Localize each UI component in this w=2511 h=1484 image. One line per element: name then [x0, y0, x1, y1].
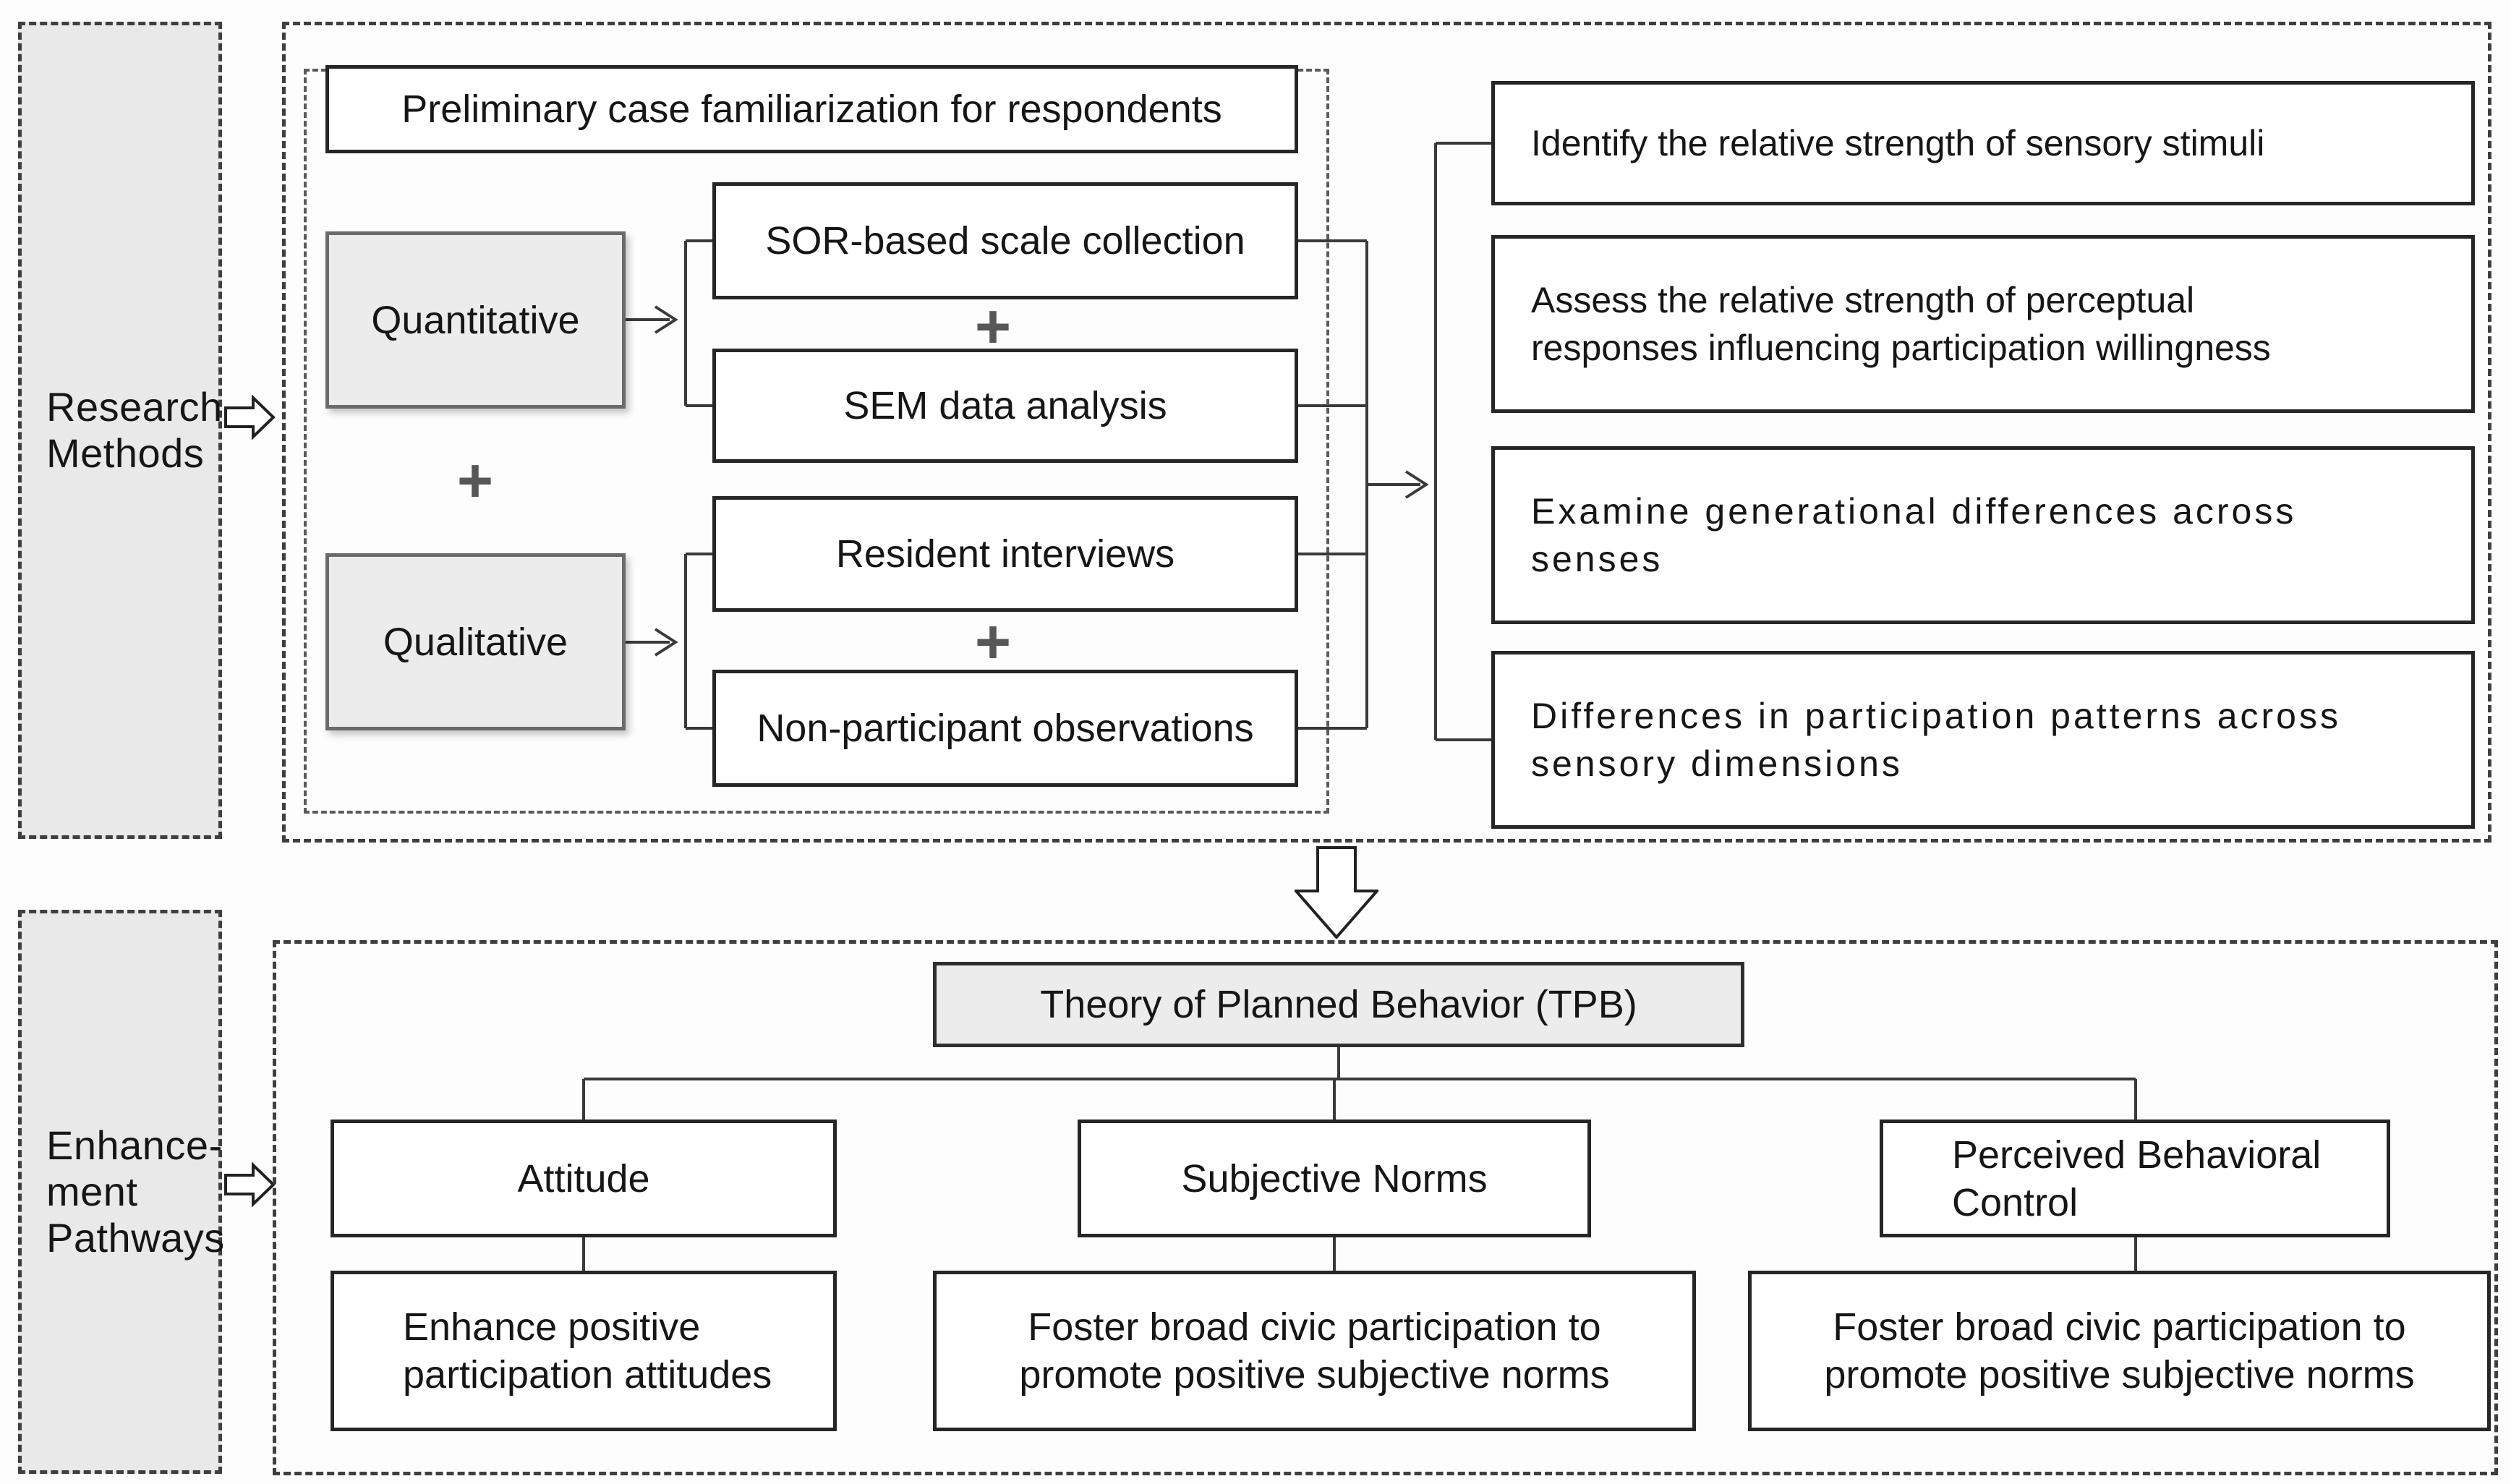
box-qualitative: Qualitative: [325, 553, 626, 730]
bracket: [684, 239, 712, 407]
box-foster-norms: Foster broad civic participation to prom…: [933, 1271, 1696, 1431]
right-arrow-icon: [224, 1162, 275, 1207]
arrowhead-icon: [654, 305, 678, 334]
stubs: [1298, 239, 1367, 730]
box-foster-pbc: Foster broad civic participation to prom…: [1748, 1271, 2491, 1431]
box-sor: SOR-based scale collection: [712, 182, 1298, 299]
box-quantitative: Quantitative: [325, 231, 626, 409]
box-subjective-norms: Subjective Norms: [1078, 1120, 1591, 1237]
plus-icon: +: [974, 292, 1012, 362]
research-methods-sidebar: Research Methods: [18, 22, 222, 839]
box-sem: SEM data analysis: [712, 349, 1298, 463]
enhancement-pathways-sidebar: Enhance- ment Pathways: [18, 910, 224, 1474]
box-enhance-attitudes: Enhance positive participation attitudes: [331, 1271, 837, 1431]
enhancement-panel: [273, 940, 2498, 1475]
arrowhead-icon: [654, 628, 678, 657]
box-tpb: Theory of Planned Behavior (TPB): [933, 962, 1744, 1047]
arrowhead-icon: [1404, 470, 1429, 499]
box-examine-outcome: Examine generational differences across …: [1491, 446, 2475, 624]
down-arrow-icon: [1295, 846, 1378, 939]
plus-icon: +: [974, 607, 1012, 677]
box-perceived-behavioral-control: Perceived Behavioral Control: [1880, 1120, 2390, 1237]
box-differences-outcome: Differences in participation patterns ac…: [1491, 651, 2475, 829]
box-nonparticipant-observations: Non-participant observations: [712, 670, 1298, 787]
outcomes-bracket: [1434, 142, 1491, 741]
box-attitude: Attitude: [331, 1120, 837, 1237]
row-drops: [582, 1237, 2137, 1271]
plus-icon: +: [456, 446, 494, 516]
box-resident-interviews: Resident interviews: [712, 496, 1298, 612]
box-preliminary: Preliminary case familiarization for res…: [325, 65, 1298, 153]
box-identify-outcome: Identify the relative strength of sensor…: [1491, 81, 2475, 205]
bracket: [684, 553, 712, 730]
box-assess-outcome: Assess the relative strength of perceptu…: [1491, 235, 2475, 413]
research-methods-panel: [282, 22, 2491, 843]
column-drops: [582, 1079, 2137, 1120]
right-arrow-icon: [224, 395, 275, 440]
